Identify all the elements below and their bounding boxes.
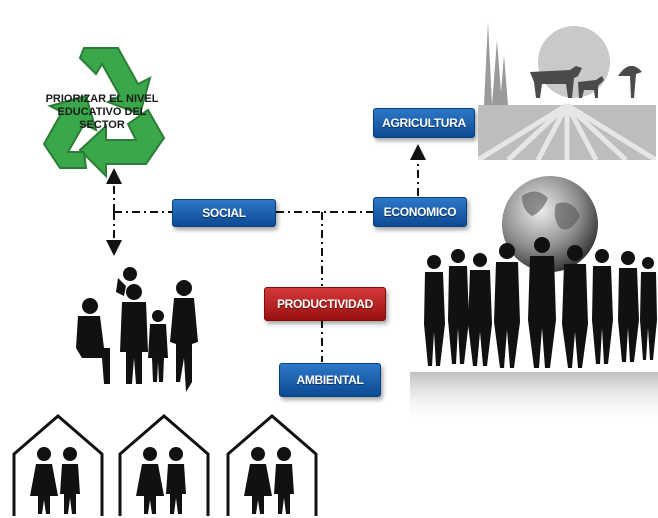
agricultura-box: AGRICULTURA [373, 108, 475, 138]
house-couple-icon [118, 414, 210, 516]
recycle-label: PRIORIZAR EL NIVEL EDUCATIVO DEL SECTOR [45, 93, 159, 131]
recycle-icon [42, 47, 166, 179]
ambiental-box: AMBIENTAL [279, 363, 381, 397]
house-couple-icon [226, 414, 318, 516]
productividad-box: PRODUCTIVIDAD [264, 287, 386, 321]
economico-box: ECONOMICO [373, 197, 467, 227]
economico-label: ECONOMICO [383, 205, 457, 219]
ambiental-label: AMBIENTAL [296, 373, 364, 387]
social-box: SOCIAL [172, 199, 276, 227]
business-people-globe-image [410, 176, 658, 426]
agricultura-label: AGRICULTURA [382, 116, 466, 130]
farm-landscape-image [478, 10, 656, 160]
family-silhouette [76, 267, 198, 392]
productividad-label: PRODUCTIVIDAD [276, 297, 374, 311]
social-label: SOCIAL [202, 206, 246, 220]
house-couple-icon [12, 414, 104, 516]
